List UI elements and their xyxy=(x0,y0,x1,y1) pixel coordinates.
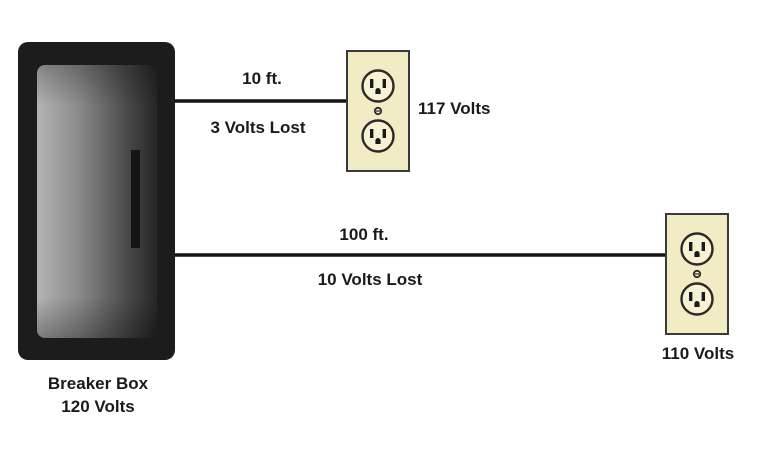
breaker-box-name: Breaker Box xyxy=(48,374,149,393)
breaker-box-voltage: 120 Volts xyxy=(61,397,134,416)
loss-label-long: 10 Volts Lost xyxy=(318,270,423,289)
outlet-voltage-near: 117 Volts xyxy=(418,99,490,118)
outlet-near-icon xyxy=(347,51,409,171)
loss-label-short: 3 Volts Lost xyxy=(210,118,305,137)
distance-label-short: 10 ft. xyxy=(242,69,282,88)
outlet-voltage-far: 110 Volts xyxy=(662,344,734,363)
distance-label-long: 100 ft. xyxy=(339,225,388,244)
breaker-box-icon xyxy=(18,42,175,360)
outlet-far-icon xyxy=(666,214,728,334)
